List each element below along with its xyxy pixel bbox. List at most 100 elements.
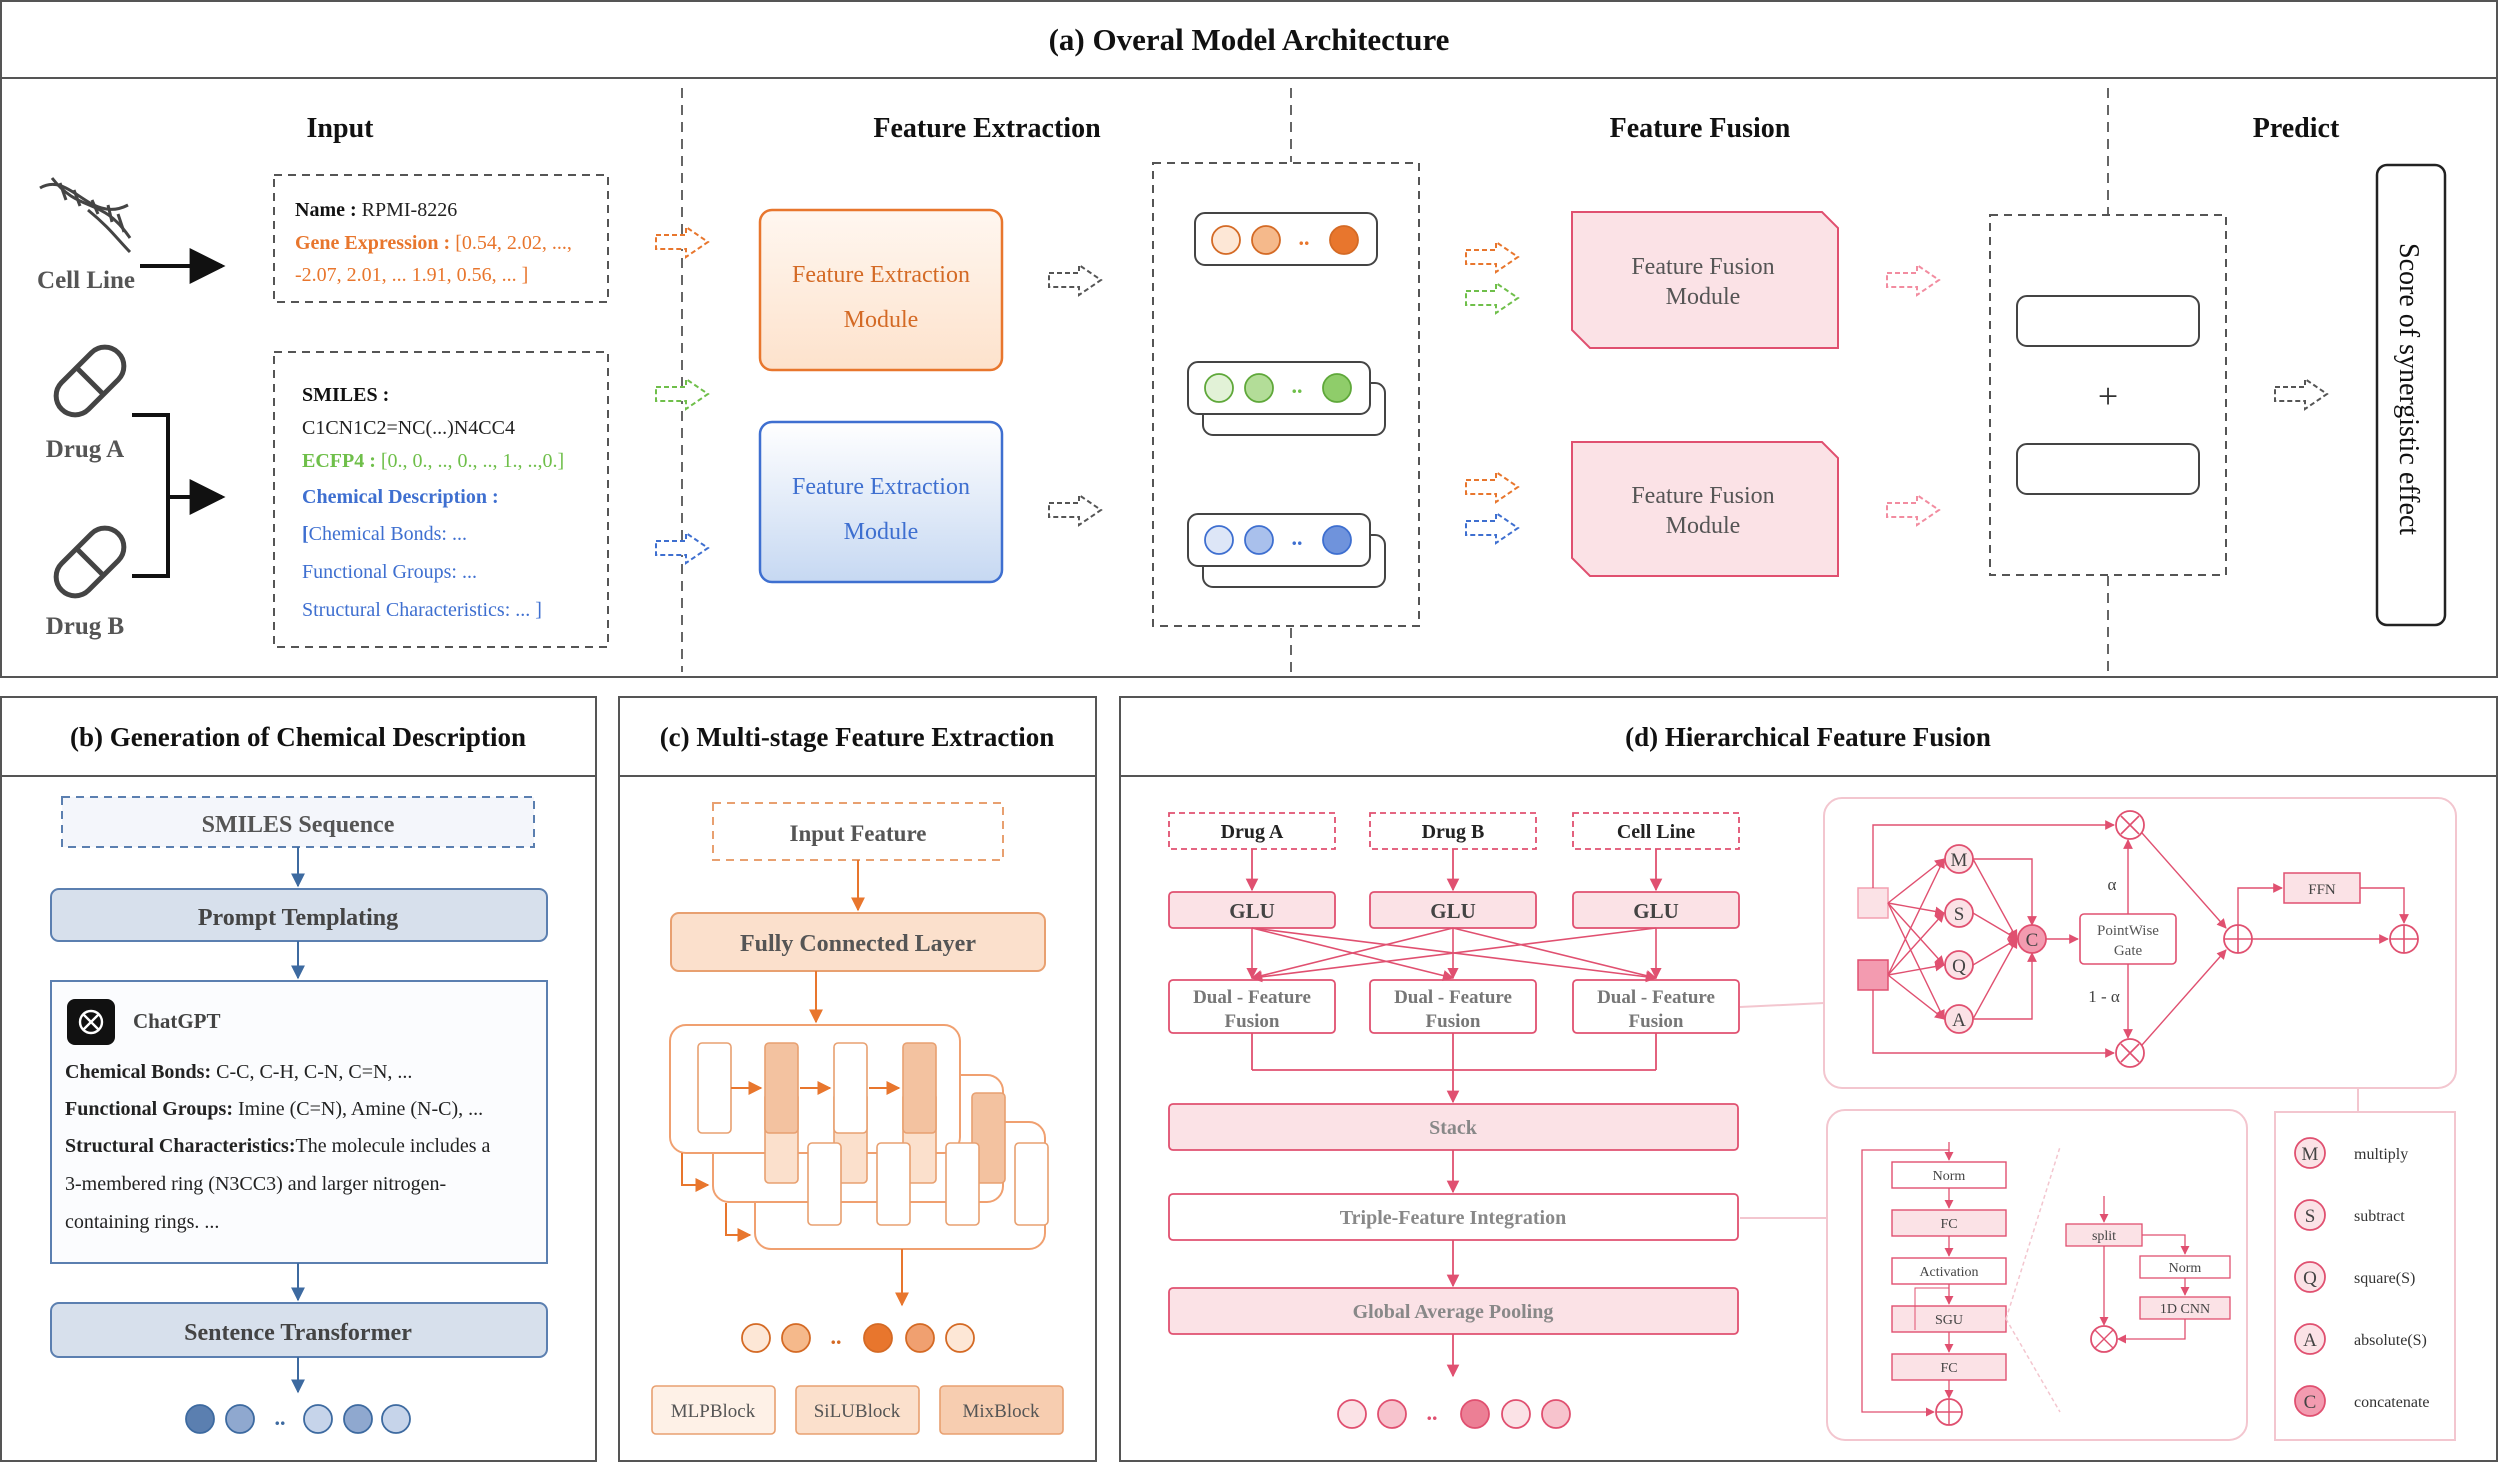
split-label: split — [2092, 1229, 2116, 1244]
embedding-dot — [185, 1404, 215, 1434]
predict-label: Score of synergistic effect — [2393, 243, 2424, 535]
triple-feature-integration-box-label: Triple-Feature Integration — [1340, 1207, 1566, 1229]
hollow-arrow — [1886, 263, 1941, 297]
tfi-layer-label: FC — [1940, 1217, 1957, 1232]
layer-block — [697, 1042, 732, 1134]
concat-label: C — [2026, 930, 2039, 951]
panel-b: (b) Generation of Chemical Description S… — [0, 696, 597, 1462]
dff-label-1: Dual - Feature — [1193, 987, 1311, 1008]
panel-d-title: (d) Hierarchical Feature Fusion — [1625, 722, 1991, 752]
col-predict-heading: Predict — [2253, 113, 2340, 144]
embedding-dot — [781, 1323, 811, 1353]
cnn-label: 1D CNN — [2160, 1302, 2210, 1317]
fusion-input-box — [1369, 812, 1537, 850]
ecfp4: ECFP4 : [0., 0., .., 0., .., 1., ..,0.] — [302, 450, 564, 472]
ffn-label: FFN — [2308, 882, 2336, 898]
chatgpt-label: ChatGPT — [133, 1009, 221, 1033]
hollow-arrow — [655, 225, 710, 259]
embedding-dot — [1501, 1399, 1531, 1429]
struct-line: Structural Characteristics:The molecule … — [65, 1135, 491, 1157]
gene-expression: Gene Expression : [0.54, 2.02, ..., — [295, 232, 572, 254]
layer-block — [945, 1142, 980, 1226]
hollow-arrow — [1465, 470, 1520, 504]
tfi-layer — [1891, 1161, 2007, 1189]
drug-b-label: Drug B — [46, 613, 124, 640]
pill-icon — [53, 344, 127, 418]
dff-label-2: Fusion — [1225, 1011, 1280, 1032]
struct-line-2: 3-membered ring (N3CC3) and larger nitro… — [65, 1173, 446, 1195]
embedding-dot — [1204, 525, 1234, 555]
hollow-arrow — [655, 531, 710, 565]
feature-square-light — [1857, 887, 1889, 919]
embedding-dot — [1460, 1399, 1490, 1429]
dna-icon — [39, 177, 132, 254]
legend-symbol-S — [2294, 1199, 2326, 1231]
legend-label: absolute(S) — [2354, 1332, 2427, 1349]
chem-desc-key: Chemical Description : — [302, 486, 499, 508]
layer-block — [807, 1142, 842, 1226]
op-label: M — [1951, 850, 1968, 871]
hollow-arrow — [1465, 281, 1520, 315]
pointwise-label: PointWise — [2097, 923, 2159, 939]
feature-fusion-module-2 — [1571, 441, 1839, 577]
panel-a: (a) Overal Model Architecture Input Feat… — [0, 0, 2498, 678]
chem-desc-line3: Structural Characteristics: ... ] — [302, 599, 542, 621]
col-extraction-heading: Feature Extraction — [873, 113, 1101, 144]
panel-a-title: (a) Overal Model Architecture — [1049, 22, 1450, 57]
legend-symbol-label: Q — [2303, 1268, 2317, 1289]
layer-block — [1014, 1142, 1049, 1226]
hollow-arrow — [1465, 240, 1520, 274]
block-type-1 — [795, 1385, 920, 1435]
input-feature: Input Feature — [790, 821, 927, 846]
dff-label-2: Fusion — [1629, 1011, 1684, 1032]
prompt-templating: Prompt Templating — [198, 905, 398, 931]
fusion-input-box — [1572, 812, 1740, 850]
groups-line: Functional Groups: Imine (C=N), Amine (N… — [65, 1098, 483, 1120]
tfi-layer-label: Norm — [1933, 1169, 1966, 1184]
embedding-dot — [741, 1323, 771, 1353]
embedding-dot — [905, 1323, 935, 1353]
embedding-dot — [1337, 1399, 1367, 1429]
embedding-dot — [1322, 525, 1352, 555]
col-input-heading: Input — [307, 113, 375, 144]
op-label: A — [1952, 1010, 1966, 1031]
glu-label: GLU — [1430, 899, 1476, 923]
hollow-arrow — [2274, 377, 2329, 411]
cell-name: Name : RPMI-8226 — [295, 199, 457, 221]
drug-a-label: Drug A — [46, 436, 124, 463]
hollow-arrow — [1048, 263, 1103, 297]
sentence-transformer: Sentence Transformer — [184, 1320, 412, 1346]
ellipsis: .. — [1292, 525, 1303, 550]
legend-label: square(S) — [2354, 1270, 2415, 1287]
alpha-label: α — [2108, 875, 2117, 894]
layer-block — [971, 1092, 1006, 1184]
ffn-box — [2283, 872, 2361, 904]
embedding-dot — [945, 1323, 975, 1353]
embedding-dot — [1204, 373, 1234, 403]
glu-label: GLU — [1229, 899, 1275, 923]
legend-symbol-label: C — [2304, 1392, 2317, 1413]
block-type-0 — [651, 1385, 776, 1435]
block-type-2 — [939, 1385, 1064, 1435]
block-type-label: MixBlock — [962, 1401, 1040, 1422]
bonds-line: Chemical Bonds: C-C, C-H, C-N, C=N, ... — [65, 1061, 412, 1083]
embedding-dot — [1244, 525, 1274, 555]
tfi-layer-label: FC — [1940, 1361, 1957, 1376]
pill-icon — [53, 525, 127, 599]
fc-layer: Fully Connected Layer — [740, 931, 976, 957]
embedding-dot — [1541, 1399, 1571, 1429]
sgu-norm-label: Norm — [2169, 1261, 2202, 1276]
legend-symbol-label: A — [2303, 1330, 2317, 1351]
layer-block — [876, 1142, 911, 1226]
ellipsis: .. — [1299, 225, 1310, 250]
glu-label: GLU — [1633, 899, 1679, 923]
legend-symbol-A — [2294, 1323, 2326, 1355]
tfi-layer-label: Activation — [1919, 1265, 1978, 1280]
tfi-layer — [1891, 1353, 2007, 1381]
fusion-input-label: Drug A — [1221, 821, 1284, 843]
